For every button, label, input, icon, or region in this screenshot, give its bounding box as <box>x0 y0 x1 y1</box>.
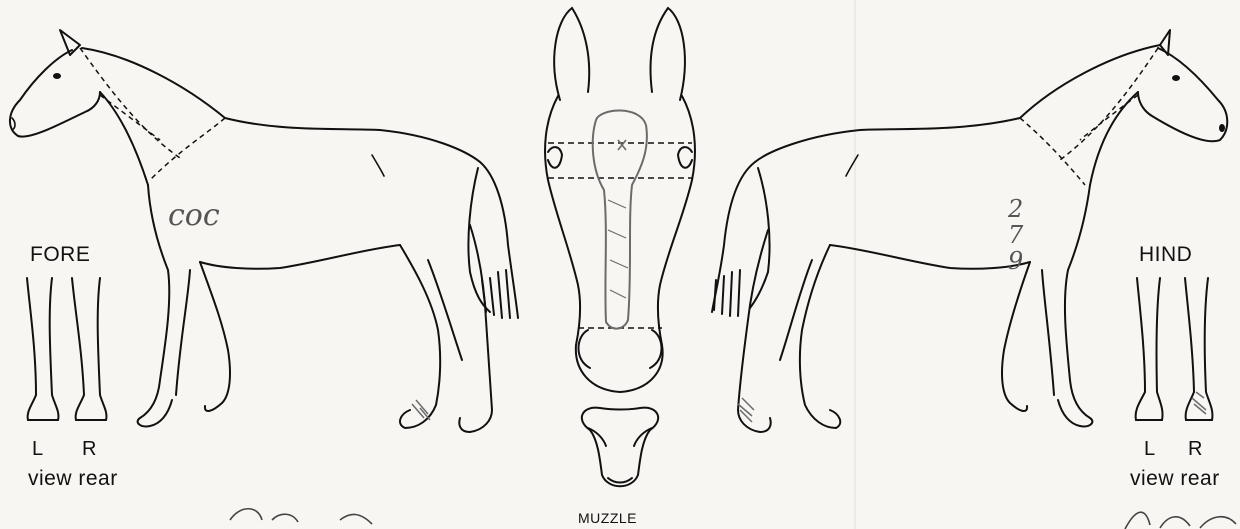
signature-left <box>230 509 372 524</box>
fore-legs-rear-view <box>27 278 106 420</box>
muzzle-label: MUZZLE <box>578 510 637 526</box>
signature-right <box>1125 512 1236 529</box>
left-side-horse <box>10 30 518 432</box>
muzzle-diagram <box>582 408 658 487</box>
fore-label: FORE <box>30 243 90 267</box>
fore-right-label: R <box>82 438 97 461</box>
hind-left-label: L <box>1144 438 1156 461</box>
handwritten-left-body: coc <box>168 198 220 233</box>
hind-right-label: R <box>1188 438 1203 461</box>
hind-legs-rear-view <box>1136 278 1213 420</box>
hind-view-rear-label: view rear <box>1130 467 1220 491</box>
handwritten-right-body: 27 9 <box>1008 196 1038 274</box>
hind-label: HIND <box>1139 243 1192 267</box>
right-horse-neck-dashes <box>1020 48 1158 185</box>
right-side-horse <box>712 30 1227 432</box>
front-face <box>545 8 695 392</box>
left-horse-leg-marking <box>412 400 430 420</box>
hind-leg-marking <box>1192 392 1206 414</box>
fore-view-rear-label: view rear <box>28 467 118 491</box>
left-horse-neck-dashes <box>80 48 225 180</box>
fore-left-label: L <box>32 438 44 461</box>
